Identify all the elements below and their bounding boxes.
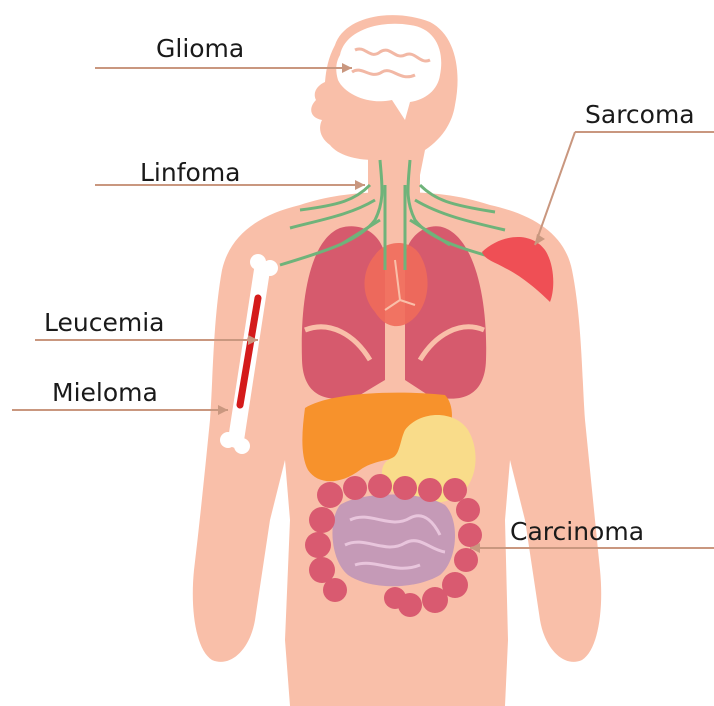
- small-intestine-icon: [332, 494, 455, 586]
- label-linfoma: Linfoma: [140, 160, 241, 185]
- label-glioma: Glioma: [156, 36, 244, 61]
- label-sarcoma: Sarcoma: [585, 102, 695, 127]
- label-mieloma: Mieloma: [52, 380, 158, 405]
- label-carcinoma: Carcinoma: [510, 519, 644, 544]
- label-leucemia: Leucemia: [44, 310, 164, 335]
